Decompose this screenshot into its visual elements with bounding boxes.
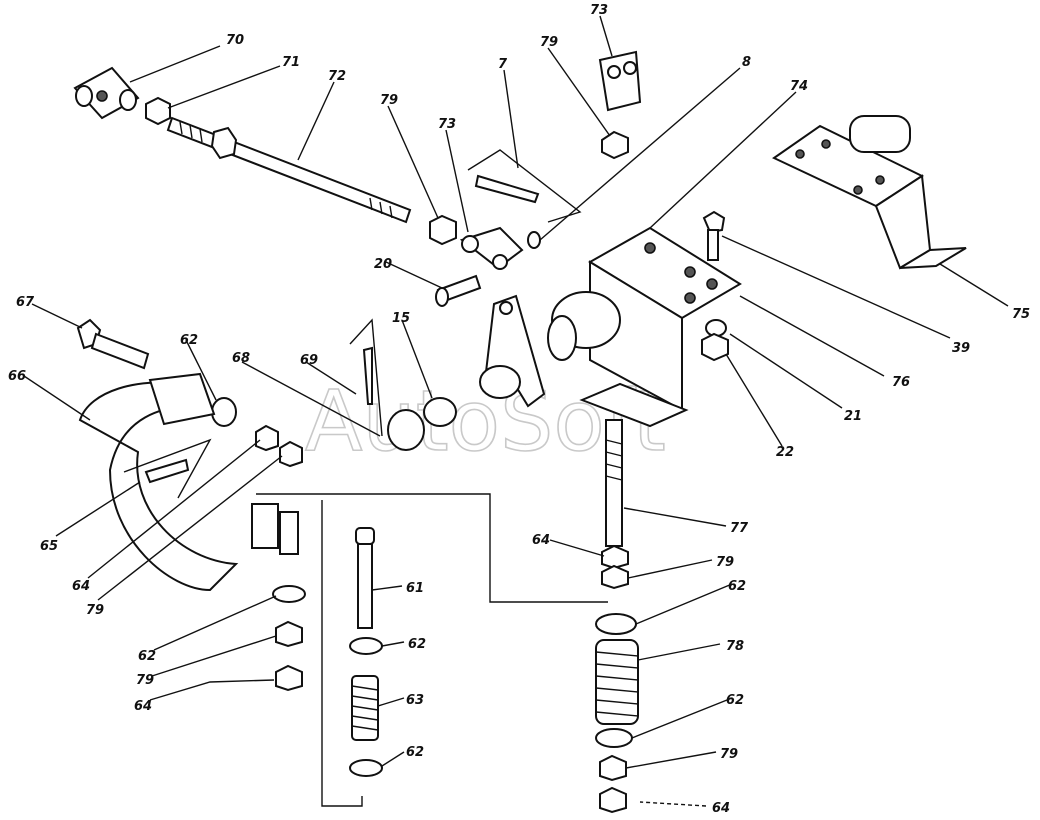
part-nut-71 [145,96,171,126]
label-71: 71 [282,55,300,70]
part-clevis-fork-70 [73,66,140,120]
label-67: 67 [16,295,35,310]
part-washer-68 [387,409,425,451]
part-bushing-62-band [211,397,237,427]
label-79-right-top: 79 [716,555,734,570]
part-clevis-73b [598,50,642,112]
label-7: 7 [498,57,508,72]
leader-lines [23,15,1009,807]
label-70: 70 [226,33,244,48]
part-washer-62-mid-b [349,759,383,777]
part-stud-77 [605,419,623,547]
label-20: 20 [374,257,392,272]
label-79-right-bottom: 79 [720,747,738,762]
label-74: 74 [790,79,808,94]
part-bushing-15 [423,397,457,427]
part-threaded-rod-72 [166,116,412,224]
label-73-a: 73 [438,117,456,132]
part-washer-76 [705,319,727,337]
label-64-right-bottom: 64 [712,801,730,816]
part-nut-64-band [255,424,279,452]
label-78: 78 [726,639,744,654]
part-cotter-pin-7 [467,149,582,223]
part-nut-79a [429,214,457,246]
part-nut-64-left [275,664,303,692]
part-lever-8 [479,294,546,408]
label-62-right-a: 62 [728,579,746,594]
label-21: 21 [844,409,862,424]
label-63: 63 [406,693,424,708]
part-washer-62-right-a [595,613,637,635]
label-22: 22 [776,445,794,460]
part-nut-79b [601,130,629,160]
part-brake-band-66 [78,372,299,592]
part-clevis-73a [459,226,524,270]
part-bolt-61 [355,527,375,629]
part-pin-69 [349,318,383,437]
part-washer-62-mid-a [349,637,383,655]
part-link-65 [123,438,212,499]
label-39: 39 [952,341,970,356]
label-15: 15 [392,311,410,326]
label-68: 68 [232,351,250,366]
label-64-left: 64 [134,699,152,714]
label-79-b: 79 [540,35,558,50]
part-washer-62-left [272,585,306,603]
label-72: 72 [328,69,346,84]
part-spring-78 [595,639,639,725]
label-62-mid-b: 62 [406,745,424,760]
label-77: 77 [730,521,749,536]
label-76: 76 [892,375,910,390]
part-nut-21 [701,332,729,362]
label-64-band: 64 [72,579,90,594]
label-61: 61 [406,581,424,596]
part-spring-63 [351,675,379,741]
part-nut-79-left [275,620,303,648]
part-nut-64-right-bottom [599,786,627,814]
label-79-left: 79 [136,673,154,688]
label-69: 69 [300,353,318,368]
grouping-bracket-left [321,500,363,807]
label-65: 65 [40,539,58,554]
label-66: 66 [8,369,26,384]
label-62-band: 62 [180,333,198,348]
part-washer-62-right-b [595,728,633,748]
label-64-right-top: 64 [532,533,550,548]
part-nut-64-right-top [601,544,629,570]
part-main-bracket-74 [547,226,742,428]
part-bolt-39 [702,210,726,261]
part-washer-near-8 [527,231,541,249]
part-nut-79-right-bottom [599,754,627,782]
label-75: 75 [1012,307,1030,322]
label-62-right-b: 62 [726,693,744,708]
part-nut-79-band [279,440,303,468]
grouping-bracket [256,493,608,603]
label-73-b: 73 [590,3,608,18]
label-62-mid-a: 62 [408,637,426,652]
part-bracket-75 [772,115,967,270]
part-nut-79-right-top [601,564,629,590]
label-8: 8 [742,55,751,70]
label-62-left: 62 [138,649,156,664]
part-bolt-20 [435,274,482,307]
label-79-band: 79 [86,603,104,618]
label-79-a: 79 [380,93,398,108]
part-bolt-67 [76,318,150,370]
